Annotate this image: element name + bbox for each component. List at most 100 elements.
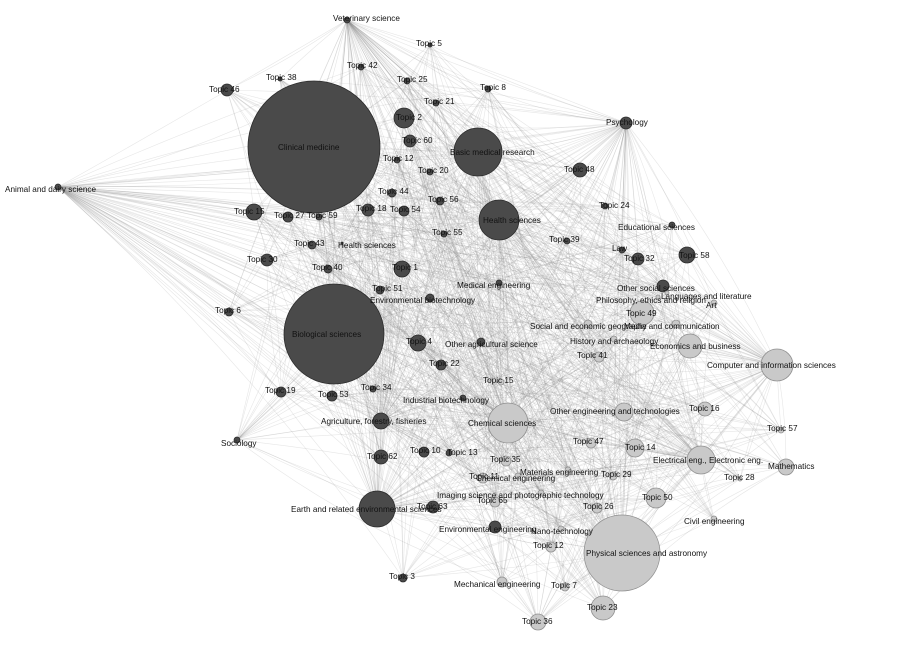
node-t2[interactable] [393,107,415,129]
node-t53[interactable] [326,390,338,402]
node-nano[interactable] [557,525,565,533]
node-t24[interactable] [601,202,609,210]
node-t12b[interactable] [545,541,557,553]
node-econbus[interactable] [677,333,703,359]
node-health2[interactable] [340,241,344,245]
node-mateng[interactable] [564,466,572,474]
node-art[interactable] [710,299,718,307]
node-agri[interactable] [372,412,390,430]
node-t21[interactable] [432,99,440,107]
node-earth[interactable] [358,490,396,528]
node-t44[interactable] [387,188,397,198]
node-math[interactable] [777,458,795,476]
node-t36[interactable] [529,613,547,631]
node-t47[interactable] [585,437,597,449]
node-othereng[interactable] [614,402,634,422]
node-t62[interactable] [373,449,389,465]
node-phys[interactable] [583,514,661,592]
node-bio[interactable] [283,283,385,385]
node-psy[interactable] [619,116,633,130]
node-t65[interactable] [489,496,501,508]
node-t26[interactable] [591,502,603,514]
node-t58[interactable] [678,246,696,264]
node-t6[interactable] [224,307,234,317]
node-t49[interactable] [629,300,655,326]
node-t12[interactable] [393,156,401,164]
node-t7[interactable] [560,582,570,592]
node-t28[interactable] [737,476,743,482]
node-enveng[interactable] [488,520,502,534]
node-t4[interactable] [409,334,427,352]
node-otheragri[interactable] [476,337,486,347]
network-edge [380,219,500,422]
node-t23[interactable] [590,595,616,621]
node-t54[interactable] [398,205,410,217]
node-othersoc[interactable] [656,279,670,293]
node-t3[interactable] [398,573,408,583]
node-t40[interactable] [323,264,333,274]
node-langlit[interactable] [664,290,670,296]
node-medeng[interactable] [495,279,503,287]
node-basic[interactable] [453,127,503,177]
node-t13[interactable] [445,449,453,457]
node-t46[interactable] [220,83,234,97]
node-chem[interactable] [487,402,529,444]
node-t25[interactable] [403,77,411,85]
node-t27[interactable] [282,211,294,223]
node-t48[interactable] [572,162,588,178]
node-t57[interactable] [777,426,785,434]
network-edge [57,186,659,298]
node-t42[interactable] [357,63,365,71]
node-t18[interactable] [361,203,375,217]
node-t15b[interactable] [497,378,505,386]
node-law[interactable] [618,246,626,254]
node-civil[interactable] [710,515,718,523]
node-cis[interactable] [760,348,794,382]
node-indbio[interactable] [459,394,467,402]
node-t34[interactable] [369,385,377,393]
node-chemeng[interactable] [514,472,522,480]
node-t22[interactable] [435,359,447,371]
node-t1[interactable] [393,260,411,278]
network-edge [372,151,479,390]
node-t5[interactable] [427,42,433,48]
node-vet[interactable] [343,16,351,24]
node-t55[interactable] [440,230,448,238]
node-eleceng[interactable] [686,445,716,475]
node-t38[interactable] [277,76,283,82]
node-philo[interactable] [655,294,661,300]
node-socio[interactable] [233,436,241,444]
node-t10[interactable] [418,446,430,458]
node-hist[interactable] [610,335,618,343]
node-t14[interactable] [625,438,645,458]
node-t56[interactable] [435,196,445,206]
node-t50[interactable] [645,487,667,509]
node-media[interactable] [671,319,681,329]
node-t43[interactable] [307,240,317,250]
node-t20[interactable] [426,168,434,176]
node-imaging[interactable] [537,489,545,497]
node-t51[interactable] [375,285,385,295]
node-t63[interactable] [426,500,440,514]
node-animal[interactable] [54,183,62,191]
node-mecheng[interactable] [496,576,508,588]
node-t41[interactable] [593,351,605,363]
node-t8[interactable] [484,85,492,93]
node-t30[interactable] [260,253,274,267]
node-t60[interactable] [403,134,417,148]
node-t16[interactable] [697,401,713,417]
node-t32[interactable] [631,252,645,266]
node-t59[interactable] [315,213,323,221]
node-health[interactable] [478,199,520,241]
node-t29[interactable] [608,471,618,481]
node-t35[interactable] [500,455,512,467]
node-t15[interactable] [245,203,263,221]
node-envbio[interactable] [425,293,435,303]
node-t11[interactable] [477,472,489,484]
node-t39[interactable] [563,237,571,245]
network-edge [380,420,539,623]
node-t19[interactable] [275,386,287,398]
node-socecon[interactable] [583,319,593,329]
node-edu[interactable] [668,221,676,229]
node-clin[interactable] [247,80,381,214]
